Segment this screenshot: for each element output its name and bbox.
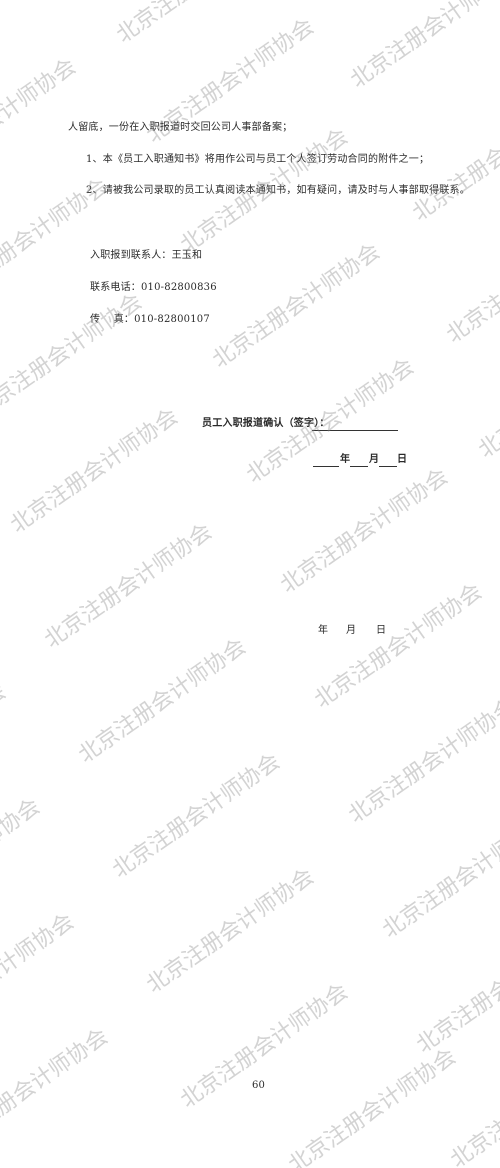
contact-phone: 联系电话：010-82800836 — [90, 282, 217, 293]
watermark: 北京注册会计师协会 — [208, 239, 385, 374]
watermark: 北京注册会计师协会 — [109, 0, 290, 49]
watermark: 北京注册会计师协会 — [442, 214, 500, 349]
date2-day: 日 — [376, 625, 387, 636]
watermark: 北京注册会计师协会 — [142, 864, 319, 999]
contact-person: 入职报到联系人：王玉和 — [90, 250, 203, 261]
watermark: 北京注册会计师协会 — [412, 924, 500, 1059]
contact-fax-number: 010-82800107 — [134, 314, 210, 325]
contact-fax-label: 传 真： — [90, 314, 135, 325]
watermark: 北京注册会计师协会 — [0, 289, 147, 424]
watermark: 北京注册会计师协会 — [0, 54, 81, 189]
confirm-month-line — [350, 466, 368, 467]
date2-month: 月 — [346, 625, 357, 636]
watermark: 北京注册会计师协会 — [108, 749, 285, 884]
confirm-day-line — [379, 466, 397, 467]
watermark: 北京注册会计师协会 — [176, 979, 353, 1114]
watermark: 北京注册会计师协会 — [0, 1024, 113, 1159]
watermark: 北京注册会计师协会 — [40, 519, 217, 654]
watermark: 北京注册会计师协会 — [276, 464, 453, 599]
confirm-signature-label: 员工入职报道确认（签字）： — [202, 418, 330, 429]
confirm-month: 月 — [369, 454, 380, 465]
body-line-3: 2、请被我公司录取的员工认真阅读本通知书，如有疑问，请及时与人事部取得联系。 — [86, 185, 470, 196]
contact-fax: 传 真：010-82800107 — [90, 314, 210, 326]
watermark: 北京注册会计师协会 — [0, 909, 79, 1044]
watermark: 北京注册会计师协会 — [74, 634, 251, 769]
confirm-year: 年 — [340, 454, 351, 465]
watermark: 北京注册会计师协会 — [474, 329, 500, 464]
watermark: 北京注册会计师协会 — [344, 694, 500, 829]
watermark: 北京注册会计师协会 — [446, 1039, 500, 1168]
confirm-day: 日 — [397, 454, 408, 465]
confirm-signature-line — [312, 430, 398, 431]
watermark: 北京注册会计师协会 — [6, 404, 183, 539]
body-line-2: 1、本《员工入职通知书》将用作公司与员工个人签订劳动合同的附件之一； — [86, 154, 430, 165]
watermark: 北京注册会计师协会 — [0, 679, 11, 814]
watermark: 北京注册会计师协会 — [0, 794, 45, 929]
page-number: 60 — [252, 1080, 266, 1091]
watermark: 北京注册会计师协会 — [284, 1044, 461, 1168]
confirm-year-line — [313, 466, 339, 467]
watermark: 北京注册会计师协会 — [310, 579, 487, 714]
watermark: 北京注册会计师协会 — [378, 809, 500, 944]
body-line-1: 人留底，一份在入职报道时交回公司人事部备案； — [68, 122, 293, 133]
watermark: 北京注册会计师协会 — [346, 0, 500, 94]
date2-year: 年 — [318, 625, 329, 636]
